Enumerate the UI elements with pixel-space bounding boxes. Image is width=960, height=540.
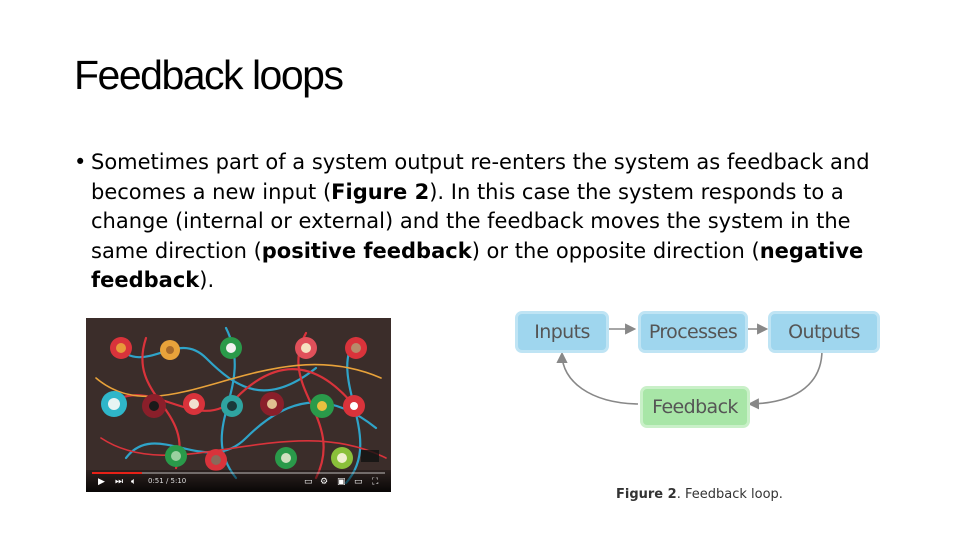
video-thumbnail <box>86 318 391 492</box>
diagram-arrows <box>556 323 823 410</box>
fullscreen-icon[interactable]: ⛶ <box>372 477 379 487</box>
feedback-loop-diagram: Inputs Processes Outputs Feedback <box>510 306 886 430</box>
inputs-label: Inputs <box>534 321 590 343</box>
positive-feedback-term: positive feedback <box>261 238 472 263</box>
bullet-text-part: ) or the opposite direction ( <box>471 238 760 263</box>
arrow-outputs-to-feedback <box>747 349 823 410</box>
figure-reference: Figure 2 <box>331 179 430 204</box>
bullet-marker: • <box>74 150 87 174</box>
outputs-label: Outputs <box>788 321 860 343</box>
bullet-item: • Sometimes part of a system output re-e… <box>74 148 889 296</box>
theater-icon[interactable]: ▭ <box>354 477 363 487</box>
settings-icon[interactable]: ⚙ <box>320 477 329 487</box>
video-progress-bar[interactable] <box>92 472 385 474</box>
figure-caption-label: Figure 2 <box>616 487 677 502</box>
negative-feedback-term: negative feedback <box>91 238 864 293</box>
figure-caption-text: . Feedback loop. <box>676 487 783 502</box>
video-progress-fill <box>92 472 142 474</box>
outputs-box: Outputs <box>768 311 880 353</box>
bullet-text-part: ). <box>199 268 215 292</box>
creature-circles <box>101 337 367 471</box>
feedback-box: Feedback <box>640 386 750 428</box>
miniplayer-icon[interactable]: ▣ <box>337 477 346 487</box>
video-time: 0:51 / 5:10 <box>148 477 187 485</box>
play-icon[interactable]: ▶ <box>98 477 105 487</box>
feedback-label: Feedback <box>652 396 738 418</box>
volume-icon[interactable]: 🔈︎ <box>131 477 137 487</box>
channel-watermark <box>361 450 379 462</box>
processes-label: Processes <box>648 321 738 343</box>
video-control-bar: ▶ ⏭ 🔈︎ 0:51 / 5:10 ▭ ⚙ ▣ ▭ ⛶ <box>86 470 391 492</box>
subtitles-icon[interactable]: ▭ <box>304 477 313 487</box>
bullet-list: • Sometimes part of a system output re-e… <box>74 148 889 296</box>
processes-box: Processes <box>638 311 748 353</box>
arrow-feedback-to-inputs <box>556 351 639 405</box>
video-player[interactable]: ▶ ⏭ 🔈︎ 0:51 / 5:10 ▭ ⚙ ▣ ▭ ⛶ <box>86 318 391 492</box>
bullet-text: Sometimes part of a system output re-ent… <box>91 148 889 296</box>
figure-caption: Figure 2. Feedback loop. <box>616 487 783 502</box>
inputs-box: Inputs <box>515 311 609 353</box>
next-icon[interactable]: ⏭ <box>115 477 124 487</box>
slide-title: Feedback loops <box>74 52 344 98</box>
bullet-text-part: Sometimes part of a system output re-ent… <box>91 150 870 204</box>
bullet-text-part: ). In this case the system responds to a… <box>91 179 851 263</box>
